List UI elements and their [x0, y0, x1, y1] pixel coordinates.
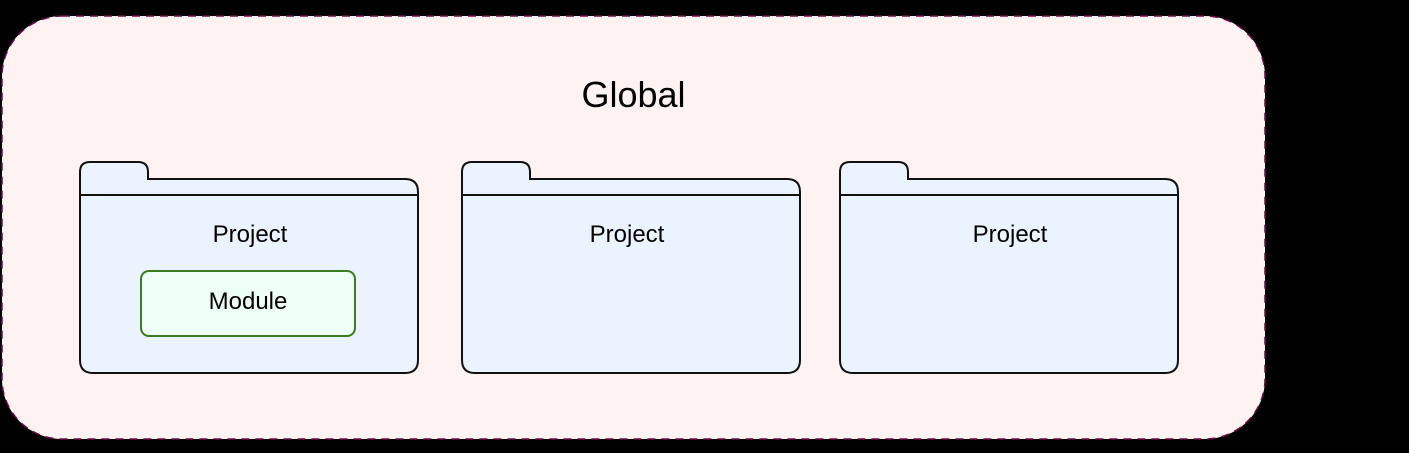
- module-box[interactable]: [140, 270, 356, 337]
- project-folder-1[interactable]: [79, 161, 419, 374]
- project-label-2: Project: [589, 221, 665, 248]
- module-label: Module: [208, 288, 288, 315]
- project-label-3: Project: [972, 221, 1048, 248]
- project-folder-3[interactable]: [839, 161, 1179, 374]
- project-folder-2[interactable]: [461, 161, 801, 374]
- project-label-1: Project: [212, 221, 288, 248]
- global-label: Global: [581, 74, 686, 115]
